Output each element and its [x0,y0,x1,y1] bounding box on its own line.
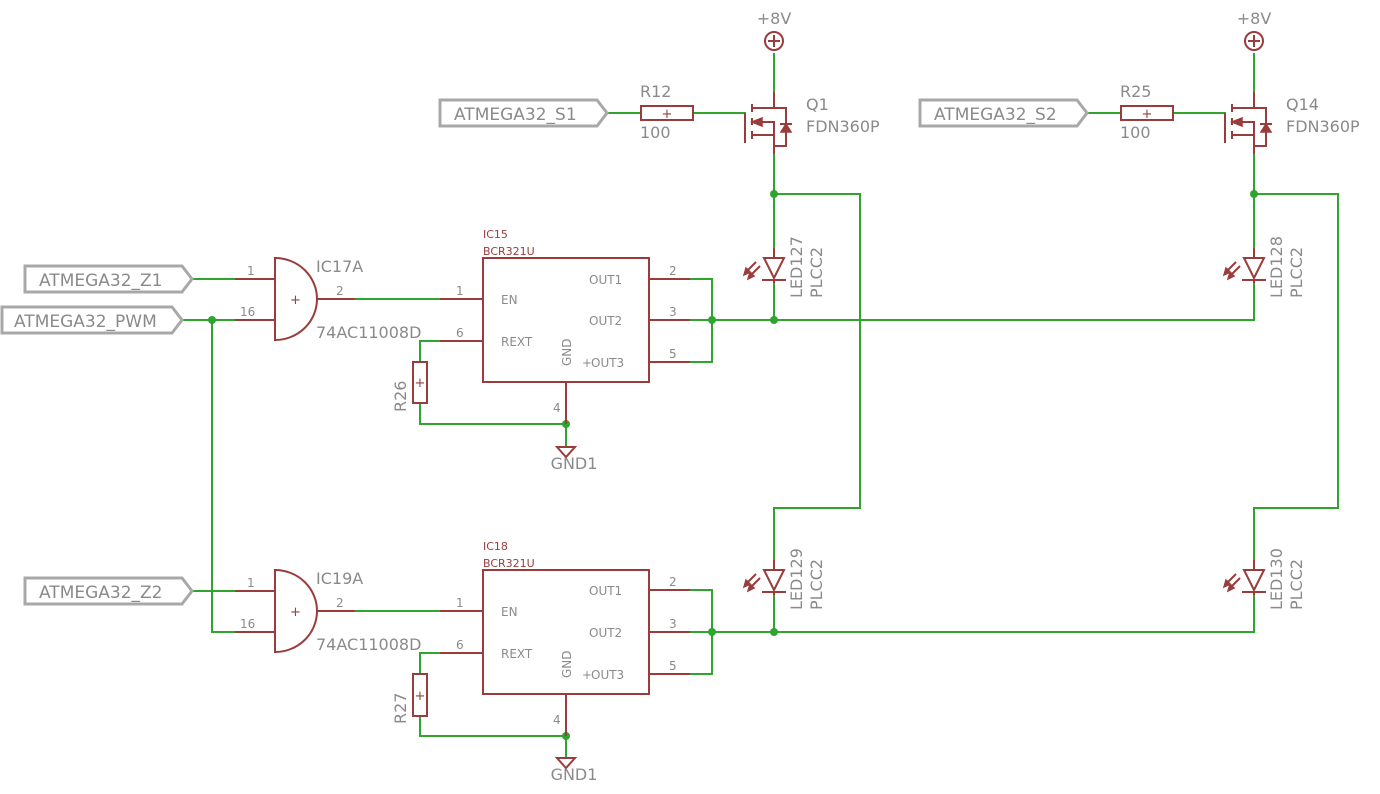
port-label: ATMEGA32_S1 [454,105,577,125]
pin-number: 6 [456,326,464,340]
svg-text:+: + [662,107,673,122]
gate-name: IC19A [316,569,363,588]
pin-number: 2 [336,596,344,610]
supply-8v-2[interactable]: +8V [1237,9,1272,51]
supply-label: +8V [1237,9,1272,28]
svg-text:+: + [415,689,426,704]
resistor-value: 100 [1120,123,1151,142]
resistor-name: R26 [391,381,410,412]
port-atmega32-pwm[interactable]: ATMEGA32_PWM [0,305,184,335]
driver-ic18[interactable]: IC18 BCR321U EN REXT GND OUT1 OUT2 + OUT… [440,540,690,736]
gate-ic17a[interactable]: + 1 16 2 IC17A 74AC11008D [235,256,421,342]
port-label: ATMEGA32_Z1 [39,271,163,291]
pin-label-en: EN [501,605,518,619]
resistor-name: R12 [640,82,671,101]
led-130[interactable]: LED130 PLCC2 [1222,548,1306,610]
pin-number: 16 [240,617,255,631]
mosfet-name: Q14 [1286,95,1319,114]
pin-label-rext: REXT [501,335,533,349]
pin-number: 6 [456,638,464,652]
pin-label-en: EN [501,293,518,307]
ground-symbol-1[interactable]: GND1 [551,446,598,473]
resistor-r27[interactable]: + R27 [391,673,428,724]
pin-number: 3 [669,305,677,319]
pin-number: 16 [240,305,255,319]
led-128[interactable]: LED128 PLCC2 [1222,236,1306,298]
led-value: PLCC2 [1287,559,1306,610]
ic-value: BCR321U [483,245,535,258]
resistor-r12[interactable]: + R12 100 [640,82,694,142]
mosfet-q1[interactable]: Q1 FDN360P [744,92,880,154]
driver-ic15[interactable]: IC15 BCR321U EN REXT GND OUT1 OUT2 + OUT… [440,228,690,424]
gate-ic19a[interactable]: + 1 16 2 IC19A 74AC11008D [235,568,421,654]
supply-label: +8V [757,9,792,28]
mosfet-q14[interactable]: Q14 FDN360P [1224,92,1360,154]
svg-text:+: + [582,668,592,682]
gate-value: 74AC11008D [316,323,421,342]
pin-number: 1 [247,576,255,590]
mosfet-value: FDN360P [806,117,880,136]
svg-text:+: + [290,293,301,308]
svg-text:+: + [290,605,301,620]
port-label: ATMEGA32_PWM [14,312,157,332]
resistor-name: R25 [1120,82,1151,101]
ic-name: IC15 [483,228,508,241]
ic-name: IC18 [483,540,508,553]
pin-label-out2: OUT2 [589,314,622,328]
mosfet-name: Q1 [806,95,829,114]
pin-label-out3: OUT3 [591,356,624,370]
resistor-r25[interactable]: + R25 100 [1120,82,1174,142]
port-label: ATMEGA32_S2 [934,105,1057,125]
pin-label-out1: OUT1 [589,273,622,287]
pin-number: 2 [336,284,344,298]
led-name: LED128 [1267,236,1286,298]
supply-8v-1[interactable]: +8V [757,9,792,51]
svg-text:+: + [1142,107,1153,122]
mosfet-value: FDN360P [1286,117,1360,136]
led-127[interactable]: LED127 PLCC2 [742,236,826,298]
led-129[interactable]: LED129 PLCC2 [742,548,826,610]
pin-label-gnd: GND [560,338,574,366]
pin-label-out1: OUT1 [589,584,622,598]
pin-number: 1 [456,284,464,298]
pin-number: 2 [669,264,677,278]
pin-label-gnd: GND [560,650,574,678]
port-label: ATMEGA32_Z2 [39,583,163,603]
port-atmega32-s1[interactable]: ATMEGA32_S1 [438,98,609,128]
resistor-r26[interactable]: + R26 [391,361,428,412]
pin-number: 4 [553,713,561,727]
led-value: PLCC2 [807,559,826,610]
pin-number: 1 [456,596,464,610]
led-name: LED130 [1267,548,1286,610]
pin-number: 1 [247,264,255,278]
ground-label: GND1 [551,765,598,784]
led-value: PLCC2 [807,247,826,298]
port-atmega32-s2[interactable]: ATMEGA32_S2 [918,98,1089,128]
svg-text:+: + [415,376,426,391]
pin-label-out2: OUT2 [589,626,622,640]
junctions [208,190,1258,740]
wires [181,53,1339,759]
ic-value: BCR321U [483,557,535,570]
pin-number: 4 [553,401,561,415]
port-atmega32-z2[interactable]: ATMEGA32_Z2 [23,576,194,606]
ground-label: GND1 [551,454,598,473]
pin-label-rext: REXT [501,647,533,661]
pin-number: 5 [669,347,677,361]
led-value: PLCC2 [1287,247,1306,298]
port-atmega32-z1[interactable]: ATMEGA32_Z1 [23,264,194,294]
svg-text:+: + [582,356,592,370]
pin-label-out3: OUT3 [591,668,624,682]
led-name: LED129 [787,548,806,610]
pin-number: 5 [669,659,677,673]
ground-symbol-2[interactable]: GND1 [551,757,598,784]
resistor-value: 100 [640,123,671,142]
led-name: LED127 [787,236,806,298]
resistor-name: R27 [391,693,410,724]
pin-number: 2 [669,575,677,589]
gate-name: IC17A [316,257,363,276]
gate-value: 74AC11008D [316,635,421,654]
pin-number: 3 [669,617,677,631]
